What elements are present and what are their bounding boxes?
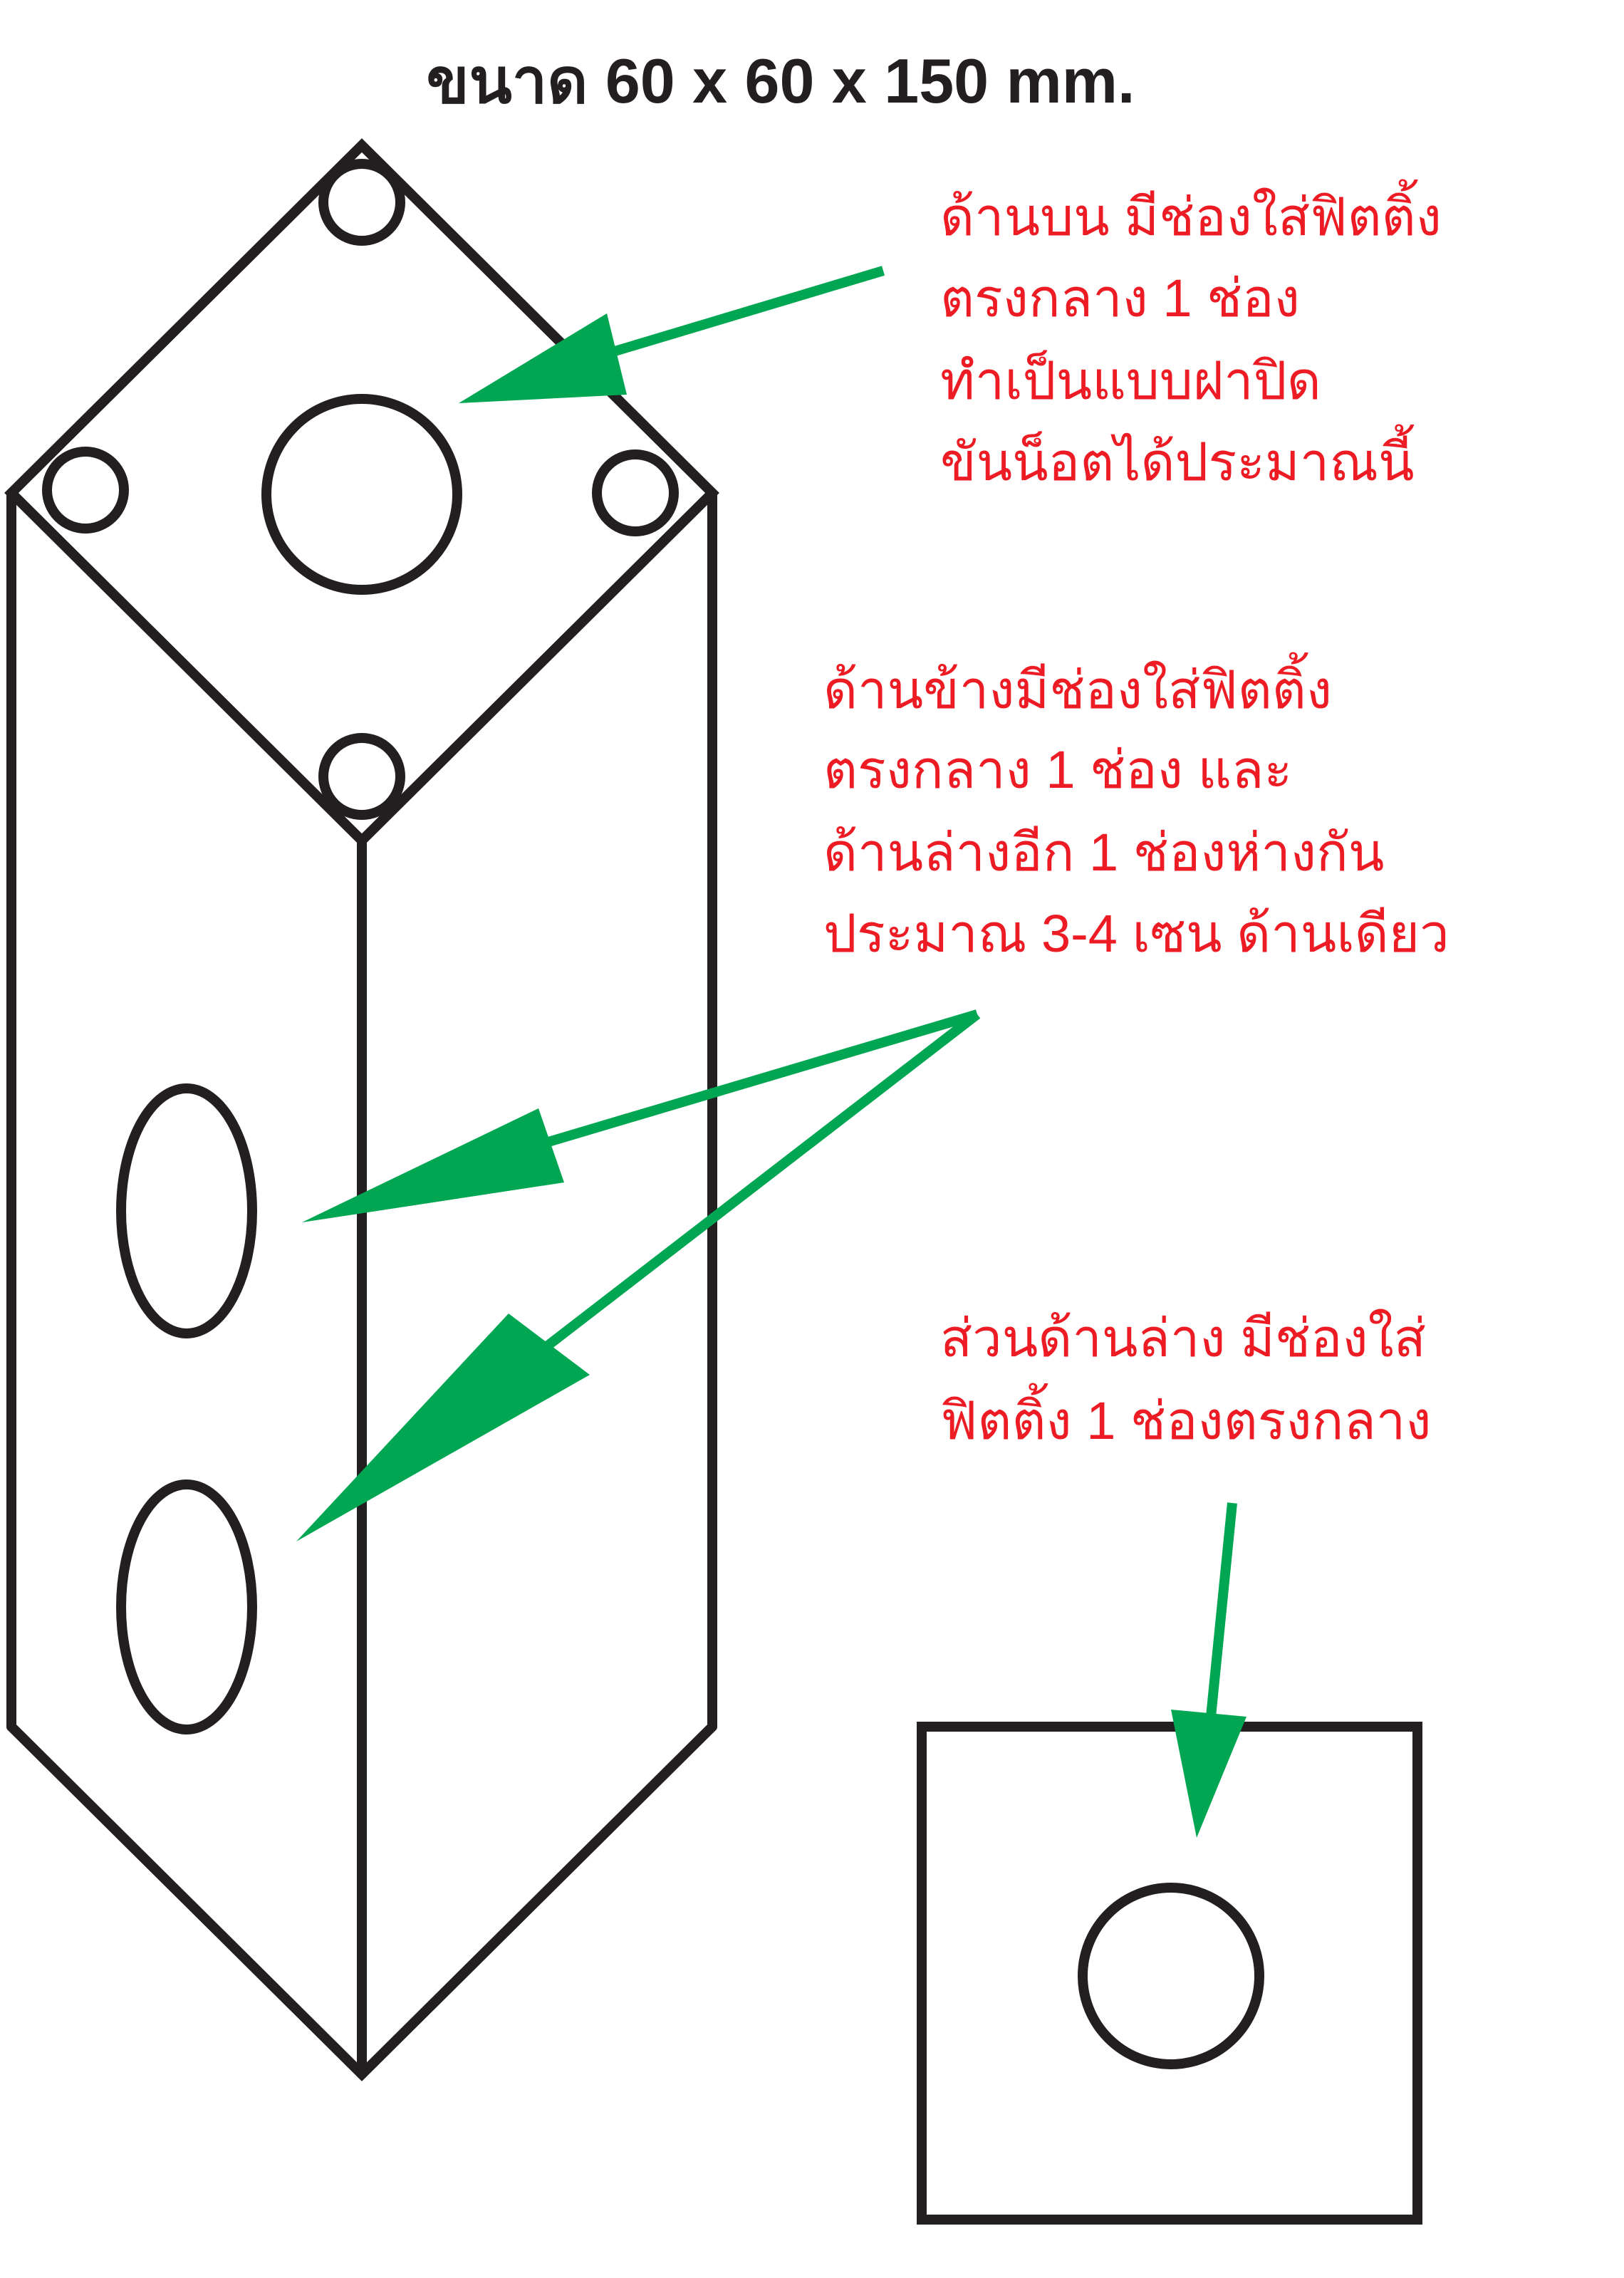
note-top: ด้านบน มีช่องใส่ฟิตติ้ง ตรงกลาง 1 ช่อง ท… <box>940 179 1442 492</box>
arrow-bottom <box>1171 1502 1246 1838</box>
screw-hole-bottom <box>318 733 405 820</box>
arrow-top <box>459 266 885 403</box>
screw-hole-right <box>592 449 679 536</box>
screw-hole-left <box>42 447 129 534</box>
note-bottom-line: ส่วนด้านล่าง มีช่องใส่ <box>940 1309 1426 1368</box>
note-side-line: ประมาณ 3-4 เซน ด้านเดียว <box>823 904 1449 963</box>
screw-hole-top <box>318 159 405 246</box>
side-fitting-hole-lower <box>116 1479 257 1734</box>
note-top-line: ตรงกลาง 1 ช่อง <box>940 269 1300 328</box>
note-side: ด้านข้างมีช่องใส่ฟิตติ้ง ตรงกลาง 1 ช่อง … <box>823 652 1449 963</box>
note-bottom-line: ฟิตติ้ง 1 ช่องตรงกลาง <box>940 1383 1432 1450</box>
note-top-line: ทำเป็นแบบฝาปิด <box>940 350 1321 410</box>
arrow-side-upper <box>302 1009 979 1222</box>
side-fitting-hole-upper <box>116 1083 257 1338</box>
bottom-face-drawing <box>917 1722 1422 2225</box>
arrow-side-lower <box>296 1010 981 1541</box>
top-fitting-hole <box>261 394 462 595</box>
note-side-line: ด้านข้างมีช่องใส่ฟิตติ้ง <box>823 652 1332 719</box>
bottom-fitting-hole <box>1078 1883 1264 2069</box>
diagram-title: ขนาด 60 x 60 x 150 mm. <box>427 46 1135 116</box>
bottom-face <box>917 1722 1422 2225</box>
box-bottom-edge <box>6 1722 717 2081</box>
note-bottom: ส่วนด้านล่าง มีช่องใส่ ฟิตติ้ง 1 ช่องตรง… <box>940 1309 1432 1450</box>
note-top-line: ขันน็อตได้ประมาณนี้ <box>940 424 1415 492</box>
note-top-line: ด้านบน มีช่องใส่ฟิตติ้ง <box>940 179 1442 246</box>
note-side-line: ด้านล่างอีก 1 ช่องห่างกัน <box>823 823 1384 882</box>
note-side-line: ตรงกลาง 1 ช่อง และ <box>823 740 1292 799</box>
box-drawing <box>4 138 719 2081</box>
